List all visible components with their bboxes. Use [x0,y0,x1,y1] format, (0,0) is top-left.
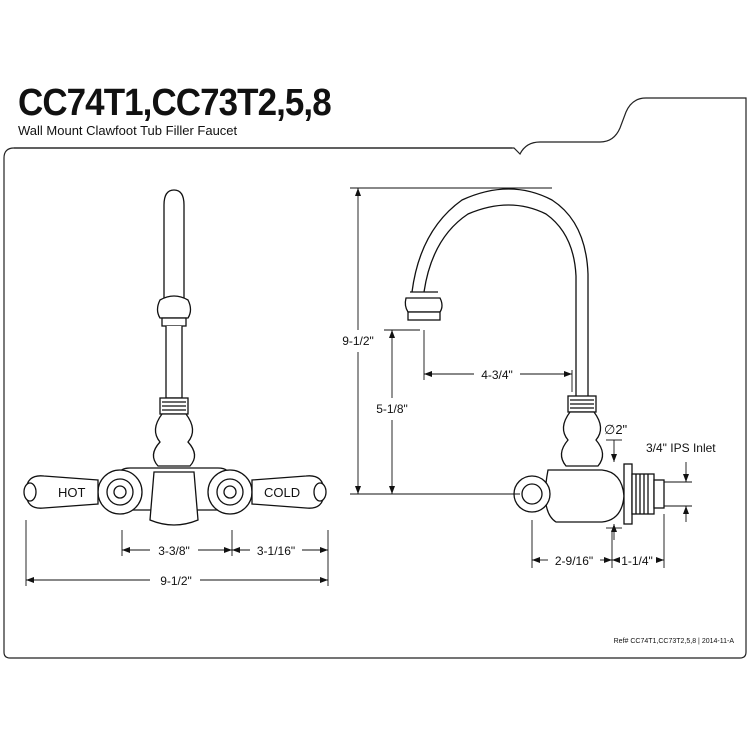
model-title: CC74T1,CC73T2,5,8 [18,82,332,124]
dim-left-spacing: 3-3/8" [158,544,190,558]
reference-note: Ref# CC74T1,CC73T2,5,8 | 2014-11-A [614,638,735,645]
dim-inlet-length: 1-1/4" [621,554,653,568]
dimension-arrowheads [26,188,689,583]
side-view-drawing [404,188,665,525]
inlet-label: 3/4" IPS Inlet [646,441,716,455]
cold-label: COLD [264,485,300,500]
front-view-drawing [23,189,327,526]
dim-projection: 2-9/16" [555,554,593,568]
dim-right-spacing: 3-1/16" [257,544,295,558]
hot-label: HOT [58,485,86,500]
sheet-border [3,97,747,659]
dim-spout-height: 5-1/8" [376,402,408,416]
dim-inlet-diameter: ∅2" [604,422,628,437]
dim-spout-reach: 4-3/4" [481,368,513,382]
dim-overall-width: 9-1/2" [160,574,192,588]
product-description: Wall Mount Clawfoot Tub Filler Faucet [18,123,238,138]
dim-total-height: 9-1/2" [342,334,374,348]
